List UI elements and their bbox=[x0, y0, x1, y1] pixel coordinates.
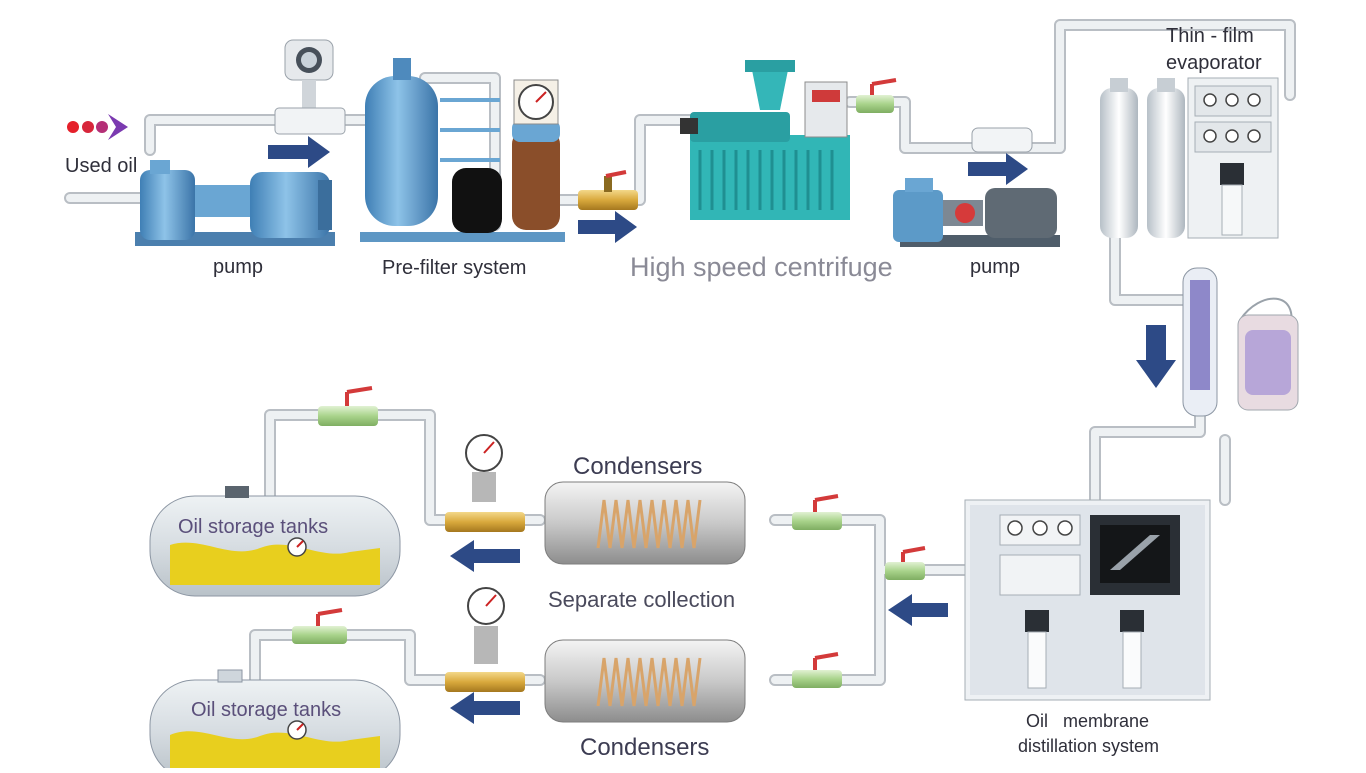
membrane-label-line2: distillation system bbox=[1018, 736, 1160, 756]
flow-arrow-icon bbox=[1136, 325, 1176, 388]
pressure-gauge-icon bbox=[445, 434, 525, 692]
flow-arrow-icon bbox=[268, 136, 330, 168]
condensers-bottom-label: Condensers bbox=[580, 734, 710, 761]
separate-collection-label: Separate collection bbox=[548, 587, 736, 612]
membrane-distillation-system bbox=[964, 499, 1211, 701]
oil-storage-tank-top bbox=[149, 486, 401, 597]
pump-2-label: pump bbox=[970, 256, 1021, 278]
flow-arrow-icon bbox=[888, 594, 948, 626]
thin-film-label-line2: evaporator bbox=[1166, 52, 1262, 74]
prefilter-label: Pre-filter system bbox=[382, 257, 527, 279]
flow-arrow-icon bbox=[450, 540, 520, 724]
condenser-bottom bbox=[544, 639, 746, 723]
pump-1 bbox=[135, 160, 335, 246]
pump-2 bbox=[893, 127, 1060, 247]
condensers-top-label: Condensers bbox=[573, 453, 703, 480]
thin-film-label-line1: Thin - film bbox=[1166, 25, 1254, 47]
thin-film-evaporator bbox=[1100, 77, 1279, 239]
storage-top-label: Oil storage tanks bbox=[178, 516, 329, 538]
valve-icon bbox=[578, 170, 638, 210]
storage-bottom-label: Oil storage tanks bbox=[191, 699, 342, 721]
flow-arrow-icon bbox=[968, 153, 1028, 185]
pressure-gauge-icon bbox=[513, 79, 559, 125]
used-oil-dots-icon bbox=[67, 114, 128, 140]
used-oil-label: Used oil bbox=[65, 155, 138, 177]
prefilter-system bbox=[360, 58, 565, 242]
filter-cartridge bbox=[1182, 267, 1299, 417]
flow-meter-icon bbox=[274, 39, 346, 135]
valve-icon bbox=[292, 386, 378, 644]
oil-storage-tank-bottom bbox=[149, 669, 401, 773]
centrifuge-label: High speed centrifuge bbox=[630, 252, 893, 282]
valve-icon bbox=[792, 494, 842, 688]
membrane-label-line1: Oil membrane bbox=[1026, 711, 1150, 731]
pump-1-label: pump bbox=[213, 256, 264, 278]
centrifuge bbox=[680, 60, 850, 220]
valve-icon bbox=[856, 78, 897, 113]
flow-arrow-icon bbox=[578, 211, 637, 243]
condenser-top bbox=[544, 481, 746, 565]
valve-icon bbox=[885, 546, 926, 580]
